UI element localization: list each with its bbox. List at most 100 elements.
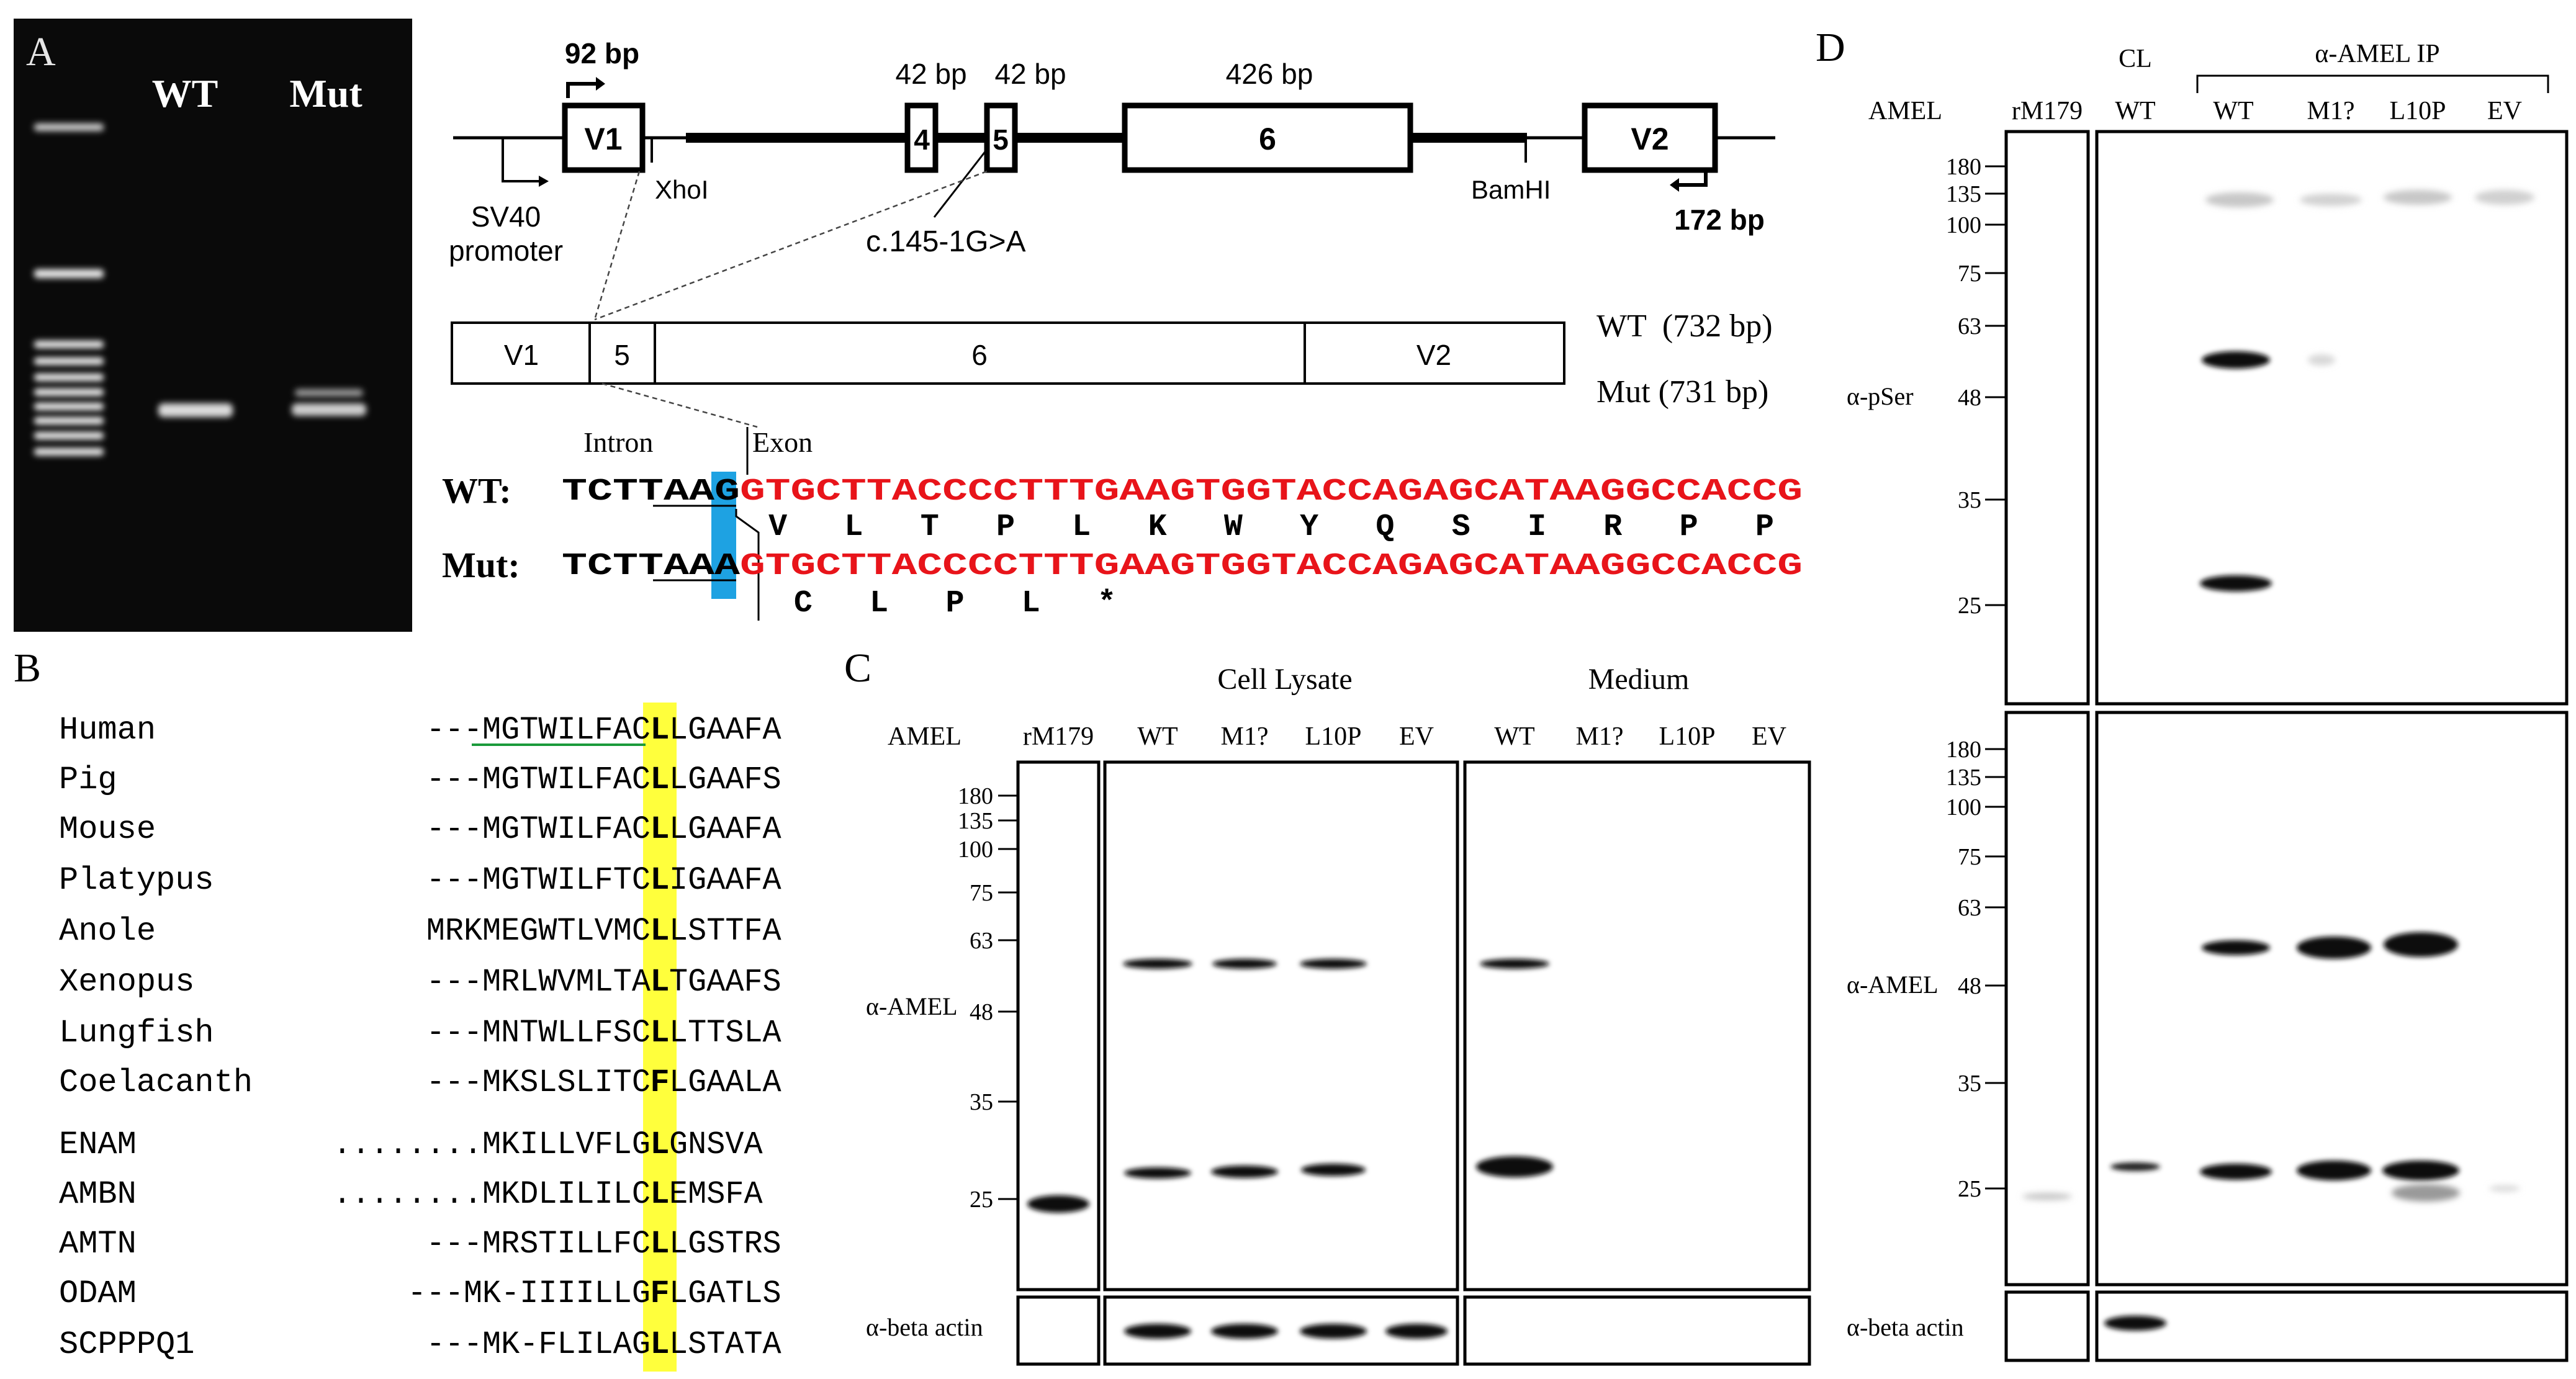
mw-marker-label: 180 xyxy=(1946,154,1981,180)
wt-amino-acid: Y xyxy=(1300,510,1318,545)
panel-a-gel: A WT Mut xyxy=(14,19,412,632)
sequence-suffix: LGATLS xyxy=(669,1275,781,1312)
wt-amino-acid: P xyxy=(1755,510,1774,545)
mw-marker-label: 75 xyxy=(1958,261,1981,287)
conserved-residue: L xyxy=(650,1015,669,1051)
wt-amino-acid: T xyxy=(921,510,939,545)
panel-a-letter: A xyxy=(26,29,56,74)
exon-label: Exon xyxy=(752,426,813,458)
conserved-residue: L xyxy=(650,1326,669,1363)
sequence-prefix: MRKMEGWTLVMC xyxy=(426,913,651,950)
exon-4-box xyxy=(904,102,939,173)
band xyxy=(2475,190,2534,205)
conserved-residue: L xyxy=(650,1226,669,1262)
sequence-prefix: ---MNTWLLFSC xyxy=(426,1015,651,1051)
sequence-comparison: Intron Exon WT: TCTTAA G GTGCTTACCCCTTTG… xyxy=(442,426,1803,621)
species-name: ODAM xyxy=(59,1275,137,1312)
mw-marker-label: 48 xyxy=(970,999,993,1025)
band xyxy=(2202,940,2270,955)
sequence-suffix: EMSFA xyxy=(669,1176,763,1213)
sequence-suffix: LGSTRS xyxy=(669,1226,781,1262)
lane-label: L10P xyxy=(1305,722,1361,751)
sequence-suffix: GNSVA xyxy=(669,1126,763,1163)
ladder-band xyxy=(34,417,104,424)
ladder-band xyxy=(34,357,104,365)
group-ip: α-AMEL IP xyxy=(2315,40,2439,68)
conserved-residue: L xyxy=(650,964,669,1000)
wt-amino-acid: L xyxy=(844,510,863,545)
band xyxy=(2382,1161,2459,1180)
exon-4-label: 4 xyxy=(914,124,930,156)
e4-length-label: 42 bp xyxy=(895,58,966,90)
sequence-suffix: LGAAFA xyxy=(669,712,781,748)
mw-marker-label: 100 xyxy=(1946,794,1981,820)
band xyxy=(1211,1324,1278,1339)
conserved-residue: F xyxy=(650,1275,669,1312)
band xyxy=(2392,1184,2460,1202)
lane-label: EV xyxy=(1399,722,1434,751)
wt-amino-acid: I xyxy=(1528,510,1546,545)
sequence-suffix: LGAALA xyxy=(669,1064,781,1101)
mw-marker-label: 35 xyxy=(1958,1071,1981,1097)
group-cl: CL xyxy=(2119,45,2152,73)
mut-seq-label: Mut: xyxy=(442,545,520,585)
mut-amino-acid: P xyxy=(945,586,964,621)
splice-site-highlight xyxy=(711,472,736,599)
mut-amino-acid: L xyxy=(870,586,888,621)
lane-label: WT xyxy=(2213,97,2253,125)
ladder-band xyxy=(34,403,104,410)
antibody-amel-label-d: α-AMEL xyxy=(1847,971,1939,999)
band xyxy=(2384,190,2452,205)
band xyxy=(1476,1156,1553,1177)
promoter-label-line2: promoter xyxy=(449,235,563,267)
wt-amino-acid: W xyxy=(1224,510,1243,545)
promoter-arrowhead xyxy=(539,176,549,187)
mw-marker-label: 35 xyxy=(1958,487,1981,513)
sequence-suffix: LTTSLA xyxy=(669,1015,781,1051)
conserved-residue: L xyxy=(650,1126,669,1163)
sequence-prefix: ---MGTWILFAC xyxy=(426,811,651,848)
bands-d xyxy=(2022,190,2534,1331)
blot-c-cell-lysate xyxy=(1103,760,1459,1291)
mutation-pointer xyxy=(933,147,989,218)
band xyxy=(1124,1167,1191,1179)
gel-band-mut xyxy=(292,403,366,416)
mw-marker-label: 135 xyxy=(1946,181,1981,207)
mw-marker-label: 48 xyxy=(1958,385,1981,411)
sequence-suffix: LSTATA xyxy=(669,1326,781,1363)
mw-marker-label: 25 xyxy=(1958,593,1981,619)
intron-label: Intron xyxy=(583,426,653,458)
species-name: Mouse xyxy=(59,811,156,848)
band xyxy=(2022,1193,2072,1200)
band xyxy=(2297,937,2371,959)
band xyxy=(2384,932,2458,957)
blot-d-pser-rm179 xyxy=(2004,130,2090,706)
band xyxy=(1301,1164,1366,1176)
ip-bracket xyxy=(2196,74,2549,93)
band xyxy=(1211,1166,1278,1178)
species-name: SCPPPQ1 xyxy=(59,1326,194,1363)
band xyxy=(1027,1195,1089,1213)
transcript-box xyxy=(451,321,1565,385)
wt-amino-acid: Q xyxy=(1376,510,1394,545)
band xyxy=(2104,1316,2166,1331)
exon-6-label: 6 xyxy=(1259,122,1276,156)
e5-length-label: 42 bp xyxy=(994,58,1066,90)
wt-splice-base: G xyxy=(714,474,740,510)
dna-ladder xyxy=(34,124,104,456)
sequence-prefix: ........MKDLILILC xyxy=(333,1176,651,1213)
gel-band-mut-upper xyxy=(295,389,363,397)
sequence-prefix: ---MKSLSLITC xyxy=(426,1064,651,1101)
transcript-seg-6: 6 xyxy=(971,339,988,371)
mw-marker-label: 135 xyxy=(1946,765,1981,791)
lane-label: M1? xyxy=(2307,97,2355,125)
lane-label: rM179 xyxy=(1023,722,1094,751)
conserved-residue: L xyxy=(650,811,669,848)
mut-amino-acid: C xyxy=(794,586,813,621)
mut-amino-acid: L xyxy=(1022,586,1040,621)
conserved-residue: L xyxy=(650,913,669,950)
